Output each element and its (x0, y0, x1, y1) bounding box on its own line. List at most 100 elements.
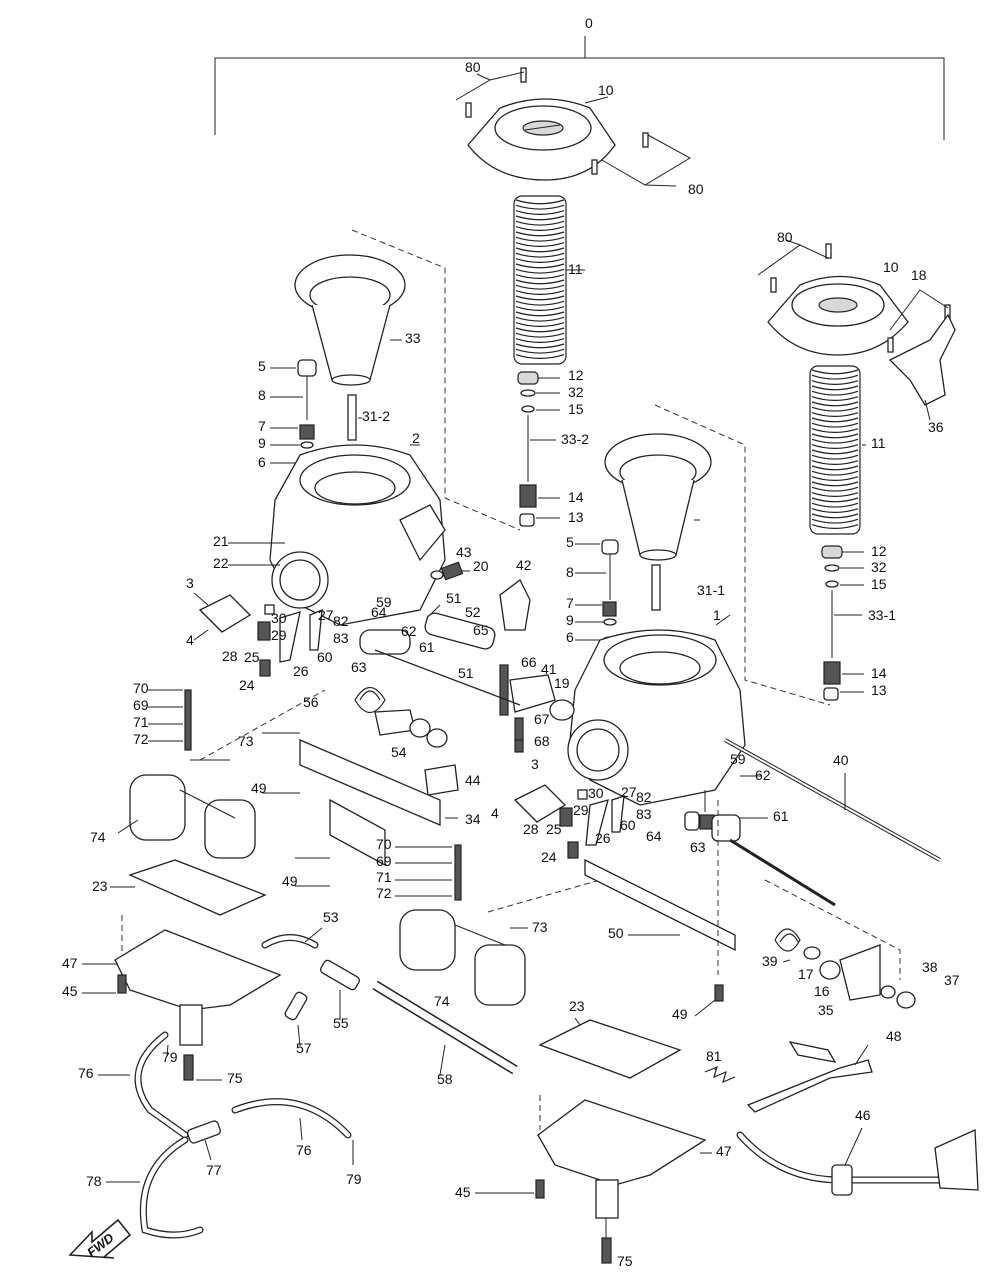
callout-61b: 61 (773, 808, 789, 824)
callout-51a: 51 (446, 590, 462, 606)
callout-74b: 74 (434, 993, 450, 1009)
throttle-lever-assembly (764, 879, 916, 1009)
callout-15b: 15 (871, 576, 887, 592)
callout-41: 41 (541, 661, 557, 677)
callout-59a: 59 (376, 594, 392, 610)
callout-73b: 73 (532, 919, 548, 935)
callout-47b: 47 (716, 1143, 732, 1159)
callout-10a: 10 (598, 82, 614, 98)
callout-45a: 45 (62, 983, 78, 999)
callout-49c: 49 (672, 1006, 688, 1022)
callout-7b: 7 (566, 595, 574, 611)
callout-62a: 62 (401, 623, 417, 639)
callout-51b: 51 (458, 665, 474, 681)
choke-plate-left (193, 592, 323, 677)
callout-26b: 26 (595, 830, 611, 846)
callout-83a: 83 (333, 630, 349, 646)
air-cutoff-right (395, 844, 601, 1006)
callout-82b: 82 (636, 789, 652, 805)
callout-28b: 28 (523, 821, 539, 837)
callout-71b: 71 (376, 869, 392, 885)
callout-52: 52 (465, 604, 481, 620)
callout-53: 53 (323, 909, 339, 925)
callout-72a: 72 (133, 731, 149, 747)
callout-31-1: 31-1 (697, 582, 725, 598)
callout-49a: 49 (251, 780, 267, 796)
callout-44: 44 (465, 772, 481, 788)
choke-cable-assembly (704, 1041, 979, 1196)
callout-82a: 82 (333, 613, 349, 629)
throttle-shaft-40 (684, 738, 941, 907)
diaphragm-piston-right (575, 404, 831, 706)
callout-19: 19 (554, 675, 570, 691)
callout-6a: 6 (258, 454, 266, 470)
callout-5b: 5 (566, 534, 574, 550)
callout-11b: 11 (871, 435, 886, 451)
callout-73a: 73 (238, 733, 254, 749)
callout-57: 57 (296, 1040, 312, 1056)
jet-parts-left (270, 359, 317, 467)
callout-76a: 76 (78, 1065, 94, 1081)
callout-79b: 79 (346, 1171, 362, 1187)
callout-27a: 27 (318, 607, 334, 623)
callout-67: 67 (534, 711, 550, 727)
callout-24a: 24 (239, 677, 255, 693)
callout-15a: 15 (568, 401, 584, 417)
linkage-middle (359, 561, 575, 753)
callout-42: 42 (516, 557, 532, 573)
callout-23a: 23 (92, 878, 108, 894)
callout-3a: 3 (186, 575, 194, 591)
callout-66: 66 (521, 654, 537, 670)
callout-32b: 32 (871, 559, 887, 575)
carburetor-body-1 (567, 614, 746, 806)
callout-60a: 60 (317, 649, 333, 665)
callout-40: 40 (833, 752, 849, 768)
callout-39: 39 (762, 953, 778, 969)
callout-70a: 70 (133, 680, 149, 696)
callout-55: 55 (333, 1015, 349, 1031)
callout-48: 48 (886, 1028, 902, 1044)
callout-47a: 47 (62, 955, 78, 971)
callout-5a: 5 (258, 358, 266, 374)
callout-8a: 8 (258, 387, 266, 403)
choke-spring-lever (354, 686, 459, 796)
callout-27b: 27 (621, 784, 637, 800)
callout-9b: 9 (566, 612, 574, 628)
callout-78: 78 (86, 1173, 102, 1189)
callout-37: 37 (944, 972, 960, 988)
callout-12a: 12 (568, 367, 584, 383)
callout-3b: 3 (531, 756, 539, 772)
callout-46: 46 (855, 1107, 871, 1123)
float-bowl-right (475, 1017, 712, 1264)
callout-24b: 24 (541, 849, 557, 865)
callout-71a: 71 (133, 714, 149, 730)
callout-83b: 83 (636, 806, 652, 822)
callout-25b: 25 (546, 821, 562, 837)
callout-23b: 23 (569, 998, 585, 1014)
callout-59b: 59 (730, 751, 746, 767)
callout-4a: 4 (186, 632, 194, 648)
callout-38: 38 (922, 959, 938, 975)
plate-50 (584, 800, 736, 1017)
callout-28a: 28 (222, 648, 238, 664)
callout-20: 20 (473, 558, 489, 574)
callout-8b: 8 (566, 564, 574, 580)
callout-79a: 79 (162, 1049, 178, 1065)
callout-29b: 29 (573, 802, 589, 818)
callout-81: 81 (706, 1048, 722, 1064)
callout-64a: 64 (371, 604, 387, 620)
callout-33a: 33 (405, 330, 421, 346)
callout-0: 0 (585, 15, 593, 31)
hoses-left (98, 1031, 354, 1239)
callout-9a: 9 (258, 435, 266, 451)
callout-12b: 12 (871, 543, 887, 559)
vent-tubes-center (261, 927, 518, 1076)
callout-49b: 49 (282, 873, 298, 889)
float-bowl-left (82, 859, 282, 1081)
callout-34: 34 (465, 811, 481, 827)
callout-61a: 61 (419, 639, 435, 655)
callout-14b: 14 (871, 665, 887, 681)
diaphragm-piston-left (294, 229, 521, 531)
assembly-bracket (214, 36, 945, 140)
